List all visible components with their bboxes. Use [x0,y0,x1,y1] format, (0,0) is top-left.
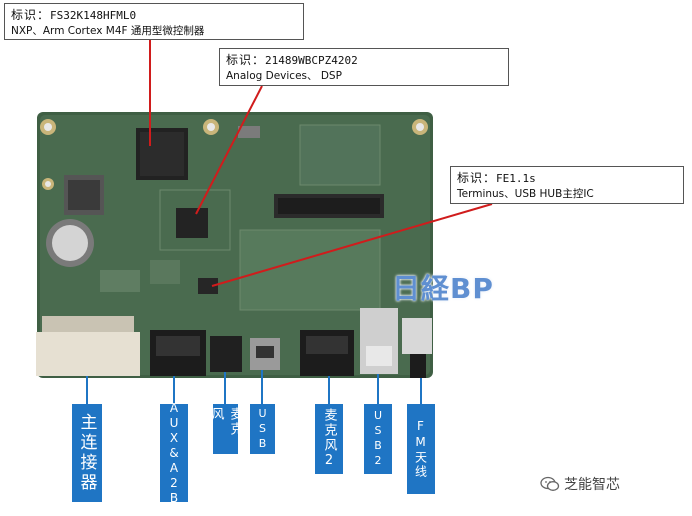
callout-usb-hub-id: 标识：FE1.1s [457,170,677,187]
callout-mcu: 标识：FS32K148HFML0 NXP、Arm Cortex M4F 通用型微… [4,3,304,40]
label-usb: USB [250,404,275,454]
callout-dsp-id: 标识：21489WBCPZ4202 [226,52,502,69]
callout-usb-hub-desc: Terminus、USB HUB主控IC [457,187,594,200]
watermark-text: 芝能智芯 [564,477,620,493]
callout-mcu-desc: NXP、Arm Cortex M4F 通用型微控制器 [11,24,205,37]
pointer-fe11 [211,203,493,287]
label-usb-2: USB2 [364,404,392,474]
callout-dsp: 标识：21489WBCPZ4202 Analog Devices、 DSP [219,48,509,86]
callout-usb-hub: 标识：FE1.1s Terminus、USB HUB主控IC [450,166,684,204]
callout-mcu-key: 标识： [11,8,51,22]
label-fm-antenna: FM天线 [407,404,435,494]
callout-dsp-desc: Analog Devices、 DSP [226,69,342,82]
label-aux-a2b: AUX&A2B [160,401,188,506]
pointer-adi [195,85,263,215]
watermark: 芝能智芯 [540,474,620,494]
callout-mcu-value: FS32K148HFML0 [50,9,137,22]
label-microphone: 麦克风 [209,404,243,454]
callout-dsp-key: 标识： [226,53,266,67]
label-main-connector: 主连接器 [72,404,102,502]
callout-usb-hub-value: FE1.1s [496,172,536,185]
callout-usb-hub-key: 标识： [457,171,497,185]
callout-mcu-id: 标识：FS32K148HFML0 [11,7,297,24]
nikkei-bp-logo: 日経BP [392,272,494,305]
label-microphone-2: 麦克风2 [315,404,343,474]
callout-dsp-value: 21489WBCPZ4202 [265,54,358,67]
wechat-icon [540,476,560,491]
